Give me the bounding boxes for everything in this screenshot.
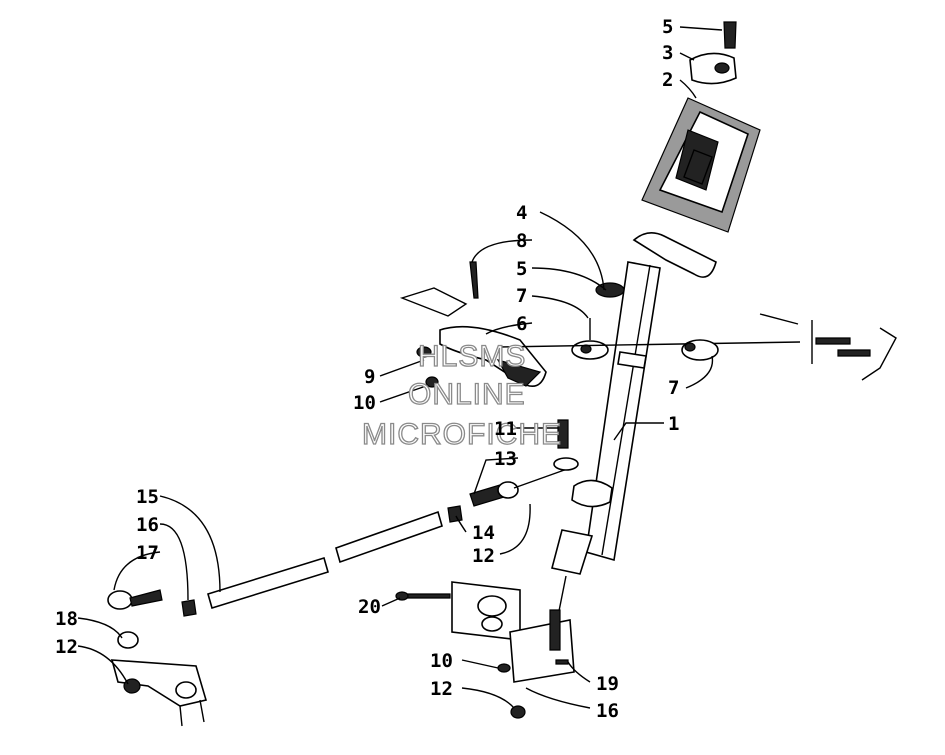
watermark-line-3: MICROFICHE: [362, 418, 562, 451]
handlebar-clamp-part: [689, 21, 737, 85]
watermark: HLSMS ONLINE MICROFICHE: [361, 339, 562, 451]
callout-12-left: 12: [55, 636, 78, 658]
callout-11: 11: [494, 418, 517, 440]
callout-5-top: 5: [662, 16, 673, 38]
callout-10-bottom: 10: [430, 650, 453, 672]
steering-post-part: [551, 232, 717, 627]
leader-lines: [77, 26, 723, 709]
steering-arm-part: [110, 631, 208, 727]
callout-7-upper: 7: [516, 285, 527, 307]
tie-rod-part: [107, 419, 579, 617]
callout-16-left: 16: [136, 514, 159, 536]
brake-lever-part: [399, 261, 625, 388]
callout-8-upper: 8: [516, 230, 527, 252]
callout-9: 9: [364, 366, 375, 388]
callout-18: 18: [55, 608, 78, 630]
parts-illustration: [107, 21, 897, 727]
throttle-cable-part: [499, 313, 897, 381]
callout-14: 14: [472, 522, 495, 544]
steering-pad-part: [641, 97, 761, 233]
callout-10-mid: 10: [353, 392, 376, 414]
callout-5-mid: 5: [516, 258, 527, 280]
callout-12-bottom: 12: [430, 678, 453, 700]
callout-7-right: 7: [668, 377, 679, 399]
lower-bearing-part: [395, 581, 575, 719]
watermark-line-1: HLSMS: [418, 340, 526, 373]
callout-12-mid: 12: [472, 545, 495, 567]
callout-19: 19: [596, 673, 619, 695]
callout-3: 3: [662, 42, 673, 64]
callout-4: 4: [516, 202, 527, 224]
callout-1: 1: [668, 413, 679, 435]
callout-17: 17: [136, 542, 159, 564]
callout-6: 6: [516, 313, 527, 335]
callout-20: 20: [358, 596, 381, 618]
callout-2: 2: [662, 69, 673, 91]
callout-labels: 5 3 2 4 8 5 7 6 9 10 7 1 11 13 15 16 14 …: [55, 16, 679, 722]
callout-16-bottom: 16: [596, 700, 619, 722]
callout-15: 15: [136, 486, 159, 508]
callout-13: 13: [494, 448, 517, 470]
watermark-line-2: ONLINE: [408, 378, 526, 411]
